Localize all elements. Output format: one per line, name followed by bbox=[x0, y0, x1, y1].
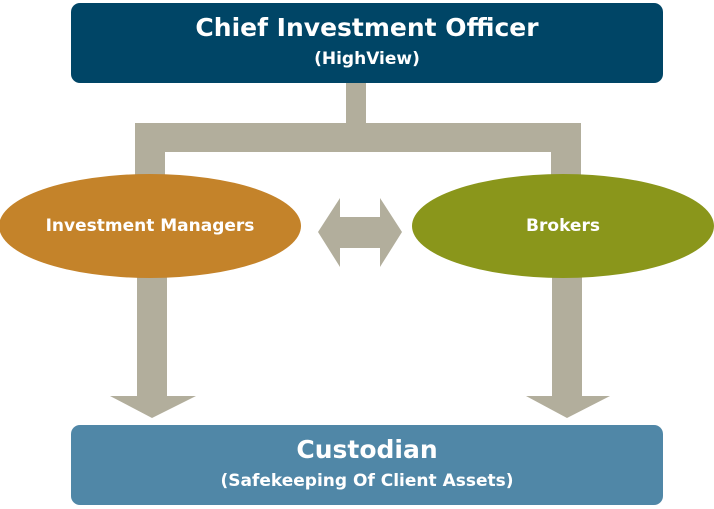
bidirectional-arrow bbox=[318, 198, 402, 267]
brokers-ellipse bbox=[412, 174, 714, 278]
custodian-box: Custodian (Safekeeping Of Client Assets) bbox=[71, 425, 663, 505]
custodian-title: Custodian bbox=[296, 435, 438, 464]
brokers-to-custodian-arrow bbox=[526, 270, 610, 418]
cio-subtitle: (HighView) bbox=[314, 49, 420, 69]
cio-crossbar-connector bbox=[135, 123, 581, 152]
cio-title: Chief Investment Officer bbox=[195, 13, 539, 42]
brokers-label: Brokers bbox=[526, 216, 600, 236]
investment-managers-label: Investment Managers bbox=[45, 216, 255, 236]
im-to-custodian-arrow bbox=[110, 270, 196, 418]
cio-stem-connector bbox=[346, 82, 366, 124]
custodian-subtitle: (Safekeeping Of Client Assets) bbox=[220, 471, 514, 491]
investment-managers-ellipse bbox=[0, 174, 301, 278]
cio-box: Chief Investment Officer (HighView) bbox=[71, 3, 663, 83]
